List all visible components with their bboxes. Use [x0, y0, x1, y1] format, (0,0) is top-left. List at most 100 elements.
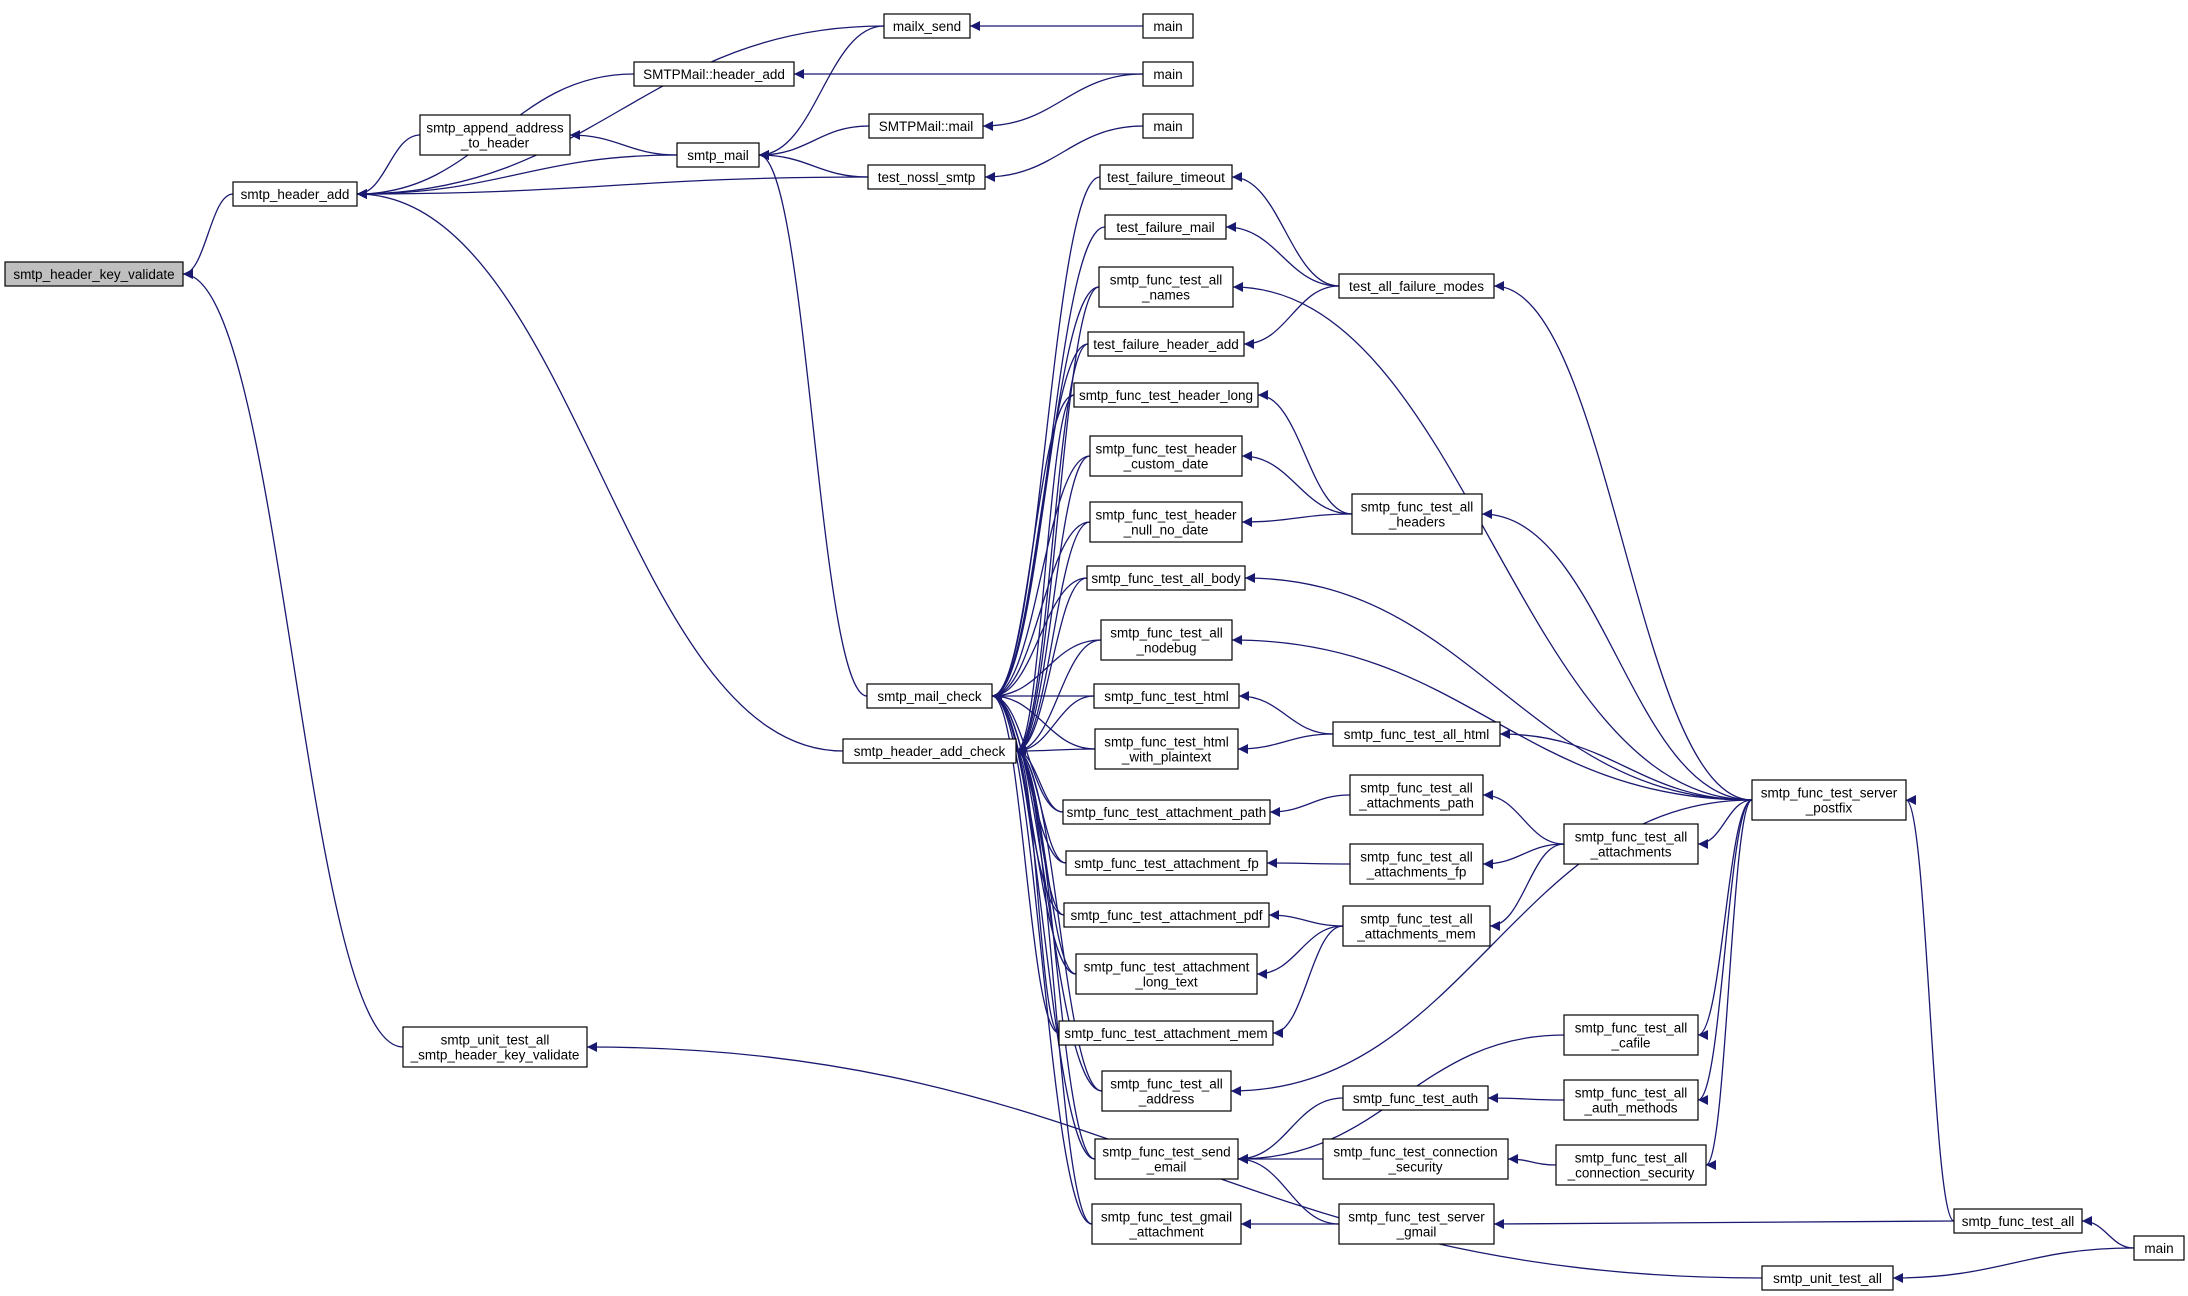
edge-smtp-func-test-attachment-long-text-to-smtp-mail-check: [991, 691, 1077, 975]
node-smtp-func-test-header-null-no-date[interactable]: smtp_func_test_header_null_no_date: [1089, 501, 1243, 543]
node-smtp-func-test-all-attachments-path[interactable]: smtp_func_test_all_attachments_path: [1349, 774, 1484, 816]
node-smtp-header-key-validate[interactable]: smtp_header_key_validate: [4, 261, 184, 287]
node-label: _email: [1146, 1160, 1187, 1175]
node-smtp-func-test-header-long[interactable]: smtp_func_test_header_long: [1073, 382, 1259, 408]
edge-smtp-func-test-all-connection-security-to-smtp-func-test-connection-security: [1507, 1154, 1557, 1166]
node-label: smtp_func_test_header_long: [1079, 388, 1253, 403]
node-box: [1065, 850, 1268, 876]
node-smtp-func-test-all-auth-methods[interactable]: smtp_func_test_all_auth_methods: [1563, 1079, 1699, 1121]
node-smtp-func-test-attachment-long-text[interactable]: smtp_func_test_attachment_long_text: [1075, 953, 1258, 995]
edge-smtp-header-add-check-to-smtp-header-add: [356, 189, 844, 752]
edge-smtp-func-test-send-email-to-smtp-header-add-check: [1015, 746, 1096, 1160]
node-smtp-func-test-connection-security[interactable]: smtp_func_test_connection_security: [1322, 1138, 1509, 1180]
node-main-4[interactable]: main: [2133, 1235, 2185, 1261]
edge-smtp-func-test-send-email-to-smtp-mail-check: [991, 691, 1096, 1160]
node-box: [1089, 501, 1243, 543]
node-test-failure-header-add[interactable]: test_failure_header_add: [1087, 331, 1245, 357]
node-smtp-mail-check[interactable]: smtp_mail_check: [866, 683, 993, 709]
node-smtp-func-test-html-with-plaintext[interactable]: smtp_func_test_html_with_plaintext: [1094, 728, 1239, 770]
node-smtp-unit-test-all-smtp-header-key-validate[interactable]: smtp_unit_test_all_smtp_header_key_valid…: [402, 1026, 588, 1068]
node-smtp-func-test-all-connection-security[interactable]: smtp_func_test_all_connection_security: [1555, 1144, 1707, 1186]
node-box: [1322, 1138, 1509, 1180]
node-smtp-func-test-send-email[interactable]: smtp_func_test_send_email: [1094, 1138, 1239, 1180]
node-smtp-func-test-all-body[interactable]: smtp_func_test_all_body: [1086, 565, 1246, 591]
node-test-all-failure-modes[interactable]: test_all_failure_modes: [1338, 273, 1495, 299]
edge-smtp-func-test-all-attachments-path-to-smtp-func-test-attachment-path: [1269, 794, 1351, 817]
node-label: smtp_func_test_html: [1104, 735, 1229, 750]
node-smtp-mail[interactable]: smtp_mail: [676, 142, 760, 168]
node-box: [1058, 1020, 1274, 1046]
node-smtp-func-test-html[interactable]: smtp_func_test_html: [1093, 683, 1240, 709]
node-smtp-func-test-all-names[interactable]: smtp_func_test_all_names: [1098, 266, 1234, 308]
edge-smtpmail-mail-to-smtp-mail: [758, 125, 870, 160]
node-smtp-func-test-attachment-pdf[interactable]: smtp_func_test_attachment_pdf: [1063, 902, 1270, 928]
node-smtp-header-add[interactable]: smtp_header_add: [232, 181, 358, 207]
node-smtp-func-test-all-html[interactable]: smtp_func_test_all_html: [1332, 721, 1501, 747]
node-label: smtp_header_key_validate: [13, 267, 174, 282]
edge-smtp-func-test-header-custom-date-to-smtp-header-add-check: [1015, 455, 1091, 756]
node-test-nossl-smtp[interactable]: test_nossl_smtp: [867, 164, 986, 190]
node-label: SMTPMail::mail: [879, 119, 974, 134]
node-label: smtp_header_add_check: [854, 744, 1006, 759]
node-smtp-func-test-server-postfix[interactable]: smtp_func_test_server_postfix: [1751, 779, 1907, 821]
node-smtp-unit-test-all[interactable]: smtp_unit_test_all: [1761, 1265, 1894, 1291]
edge-test-failure-header-add-to-smtp-header-add-check: [1015, 343, 1089, 756]
node-smtp-func-test-all-cafile[interactable]: smtp_func_test_all_cafile: [1563, 1014, 1699, 1056]
node-label: smtp_func_test_gmail: [1101, 1210, 1232, 1225]
node-label: smtp_func_test_all_html: [1344, 727, 1490, 742]
node-test-failure-timeout[interactable]: test_failure_timeout: [1099, 164, 1233, 190]
node-box: [1062, 799, 1271, 825]
edge-main-3-to-test-nossl-smtp: [984, 125, 1144, 182]
edge-smtp-func-test-html-to-smtp-header-add-check: [1015, 695, 1095, 756]
node-label: smtp_mail_check: [877, 689, 982, 704]
node-smtp-func-test-all-attachments-mem[interactable]: smtp_func_test_all_attachments_mem: [1342, 905, 1491, 947]
node-smtp-append-address-to-header[interactable]: smtp_append_address_to_header: [419, 114, 571, 156]
node-label: smtp_func_test_header: [1095, 442, 1237, 457]
node-smtpmail-mail[interactable]: SMTPMail::mail: [868, 113, 984, 139]
edge-test-nossl-smtp-to-smtp-header-add: [356, 176, 869, 199]
node-label: SMTPMail::header_add: [643, 67, 785, 82]
node-label: smtp_func_test_attachment: [1084, 960, 1250, 975]
node-smtp-func-test-all[interactable]: smtp_func_test_all: [1953, 1208, 2083, 1234]
node-box: [1073, 382, 1259, 408]
node-box: [1751, 779, 1907, 821]
node-smtp-func-test-server-gmail[interactable]: smtp_func_test_server_gmail: [1338, 1203, 1495, 1245]
node-smtp-func-test-attachment-path[interactable]: smtp_func_test_attachment_path: [1062, 799, 1271, 825]
node-mailx-send[interactable]: mailx_send: [883, 13, 971, 39]
edges-layer: [182, 21, 2135, 1283]
node-smtp-func-test-all-headers[interactable]: smtp_func_test_all_headers: [1351, 493, 1483, 535]
node-box: [842, 738, 1017, 764]
node-label: _postfix: [1805, 801, 1853, 816]
node-box: [1342, 905, 1491, 947]
node-main-2[interactable]: main: [1142, 61, 1194, 87]
edge-smtp-func-test-server-postfix-to-smtp-func-test-all-attachments: [1697, 799, 1753, 849]
edge-smtp-header-add-to-smtp-header-key-validate: [182, 193, 234, 279]
node-box: [867, 164, 986, 190]
node-box: [4, 261, 184, 287]
node-label: smtp_func_test_all: [1110, 1077, 1223, 1092]
node-smtp-func-test-header-custom-date[interactable]: smtp_func_test_header_custom_date: [1089, 435, 1243, 477]
node-label: smtp_func_test_html: [1104, 689, 1229, 704]
node-smtp-func-test-all-attachments-fp[interactable]: smtp_func_test_all_attachments_fp: [1349, 843, 1484, 885]
node-smtpmail-header-add[interactable]: SMTPMail::header_add: [633, 61, 795, 87]
node-smtp-func-test-gmail-attachment[interactable]: smtp_func_test_gmail_attachment: [1091, 1203, 1242, 1245]
node-main-1[interactable]: main: [1142, 13, 1194, 39]
node-box: [633, 61, 795, 87]
node-smtp-func-test-all-address[interactable]: smtp_func_test_all_address: [1101, 1070, 1232, 1112]
edge-smtp-func-test-auth-to-smtp-func-test-send-email: [1237, 1097, 1344, 1164]
edge-smtp-func-test-all-nodebug-to-smtp-header-add-check: [1015, 639, 1102, 756]
edge-smtp-func-test-all-to-smtp-func-test-server-postfix: [1905, 795, 1955, 1222]
node-smtp-func-test-attachment-fp[interactable]: smtp_func_test_attachment_fp: [1065, 850, 1268, 876]
node-main-3[interactable]: main: [1142, 113, 1194, 139]
node-box: [883, 13, 971, 39]
node-smtp-func-test-all-attachments[interactable]: smtp_func_test_all_attachments: [1563, 823, 1699, 865]
node-smtp-func-test-attachment-mem[interactable]: smtp_func_test_attachment_mem: [1058, 1020, 1274, 1046]
node-smtp-func-test-all-nodebug[interactable]: smtp_func_test_all_nodebug: [1100, 619, 1233, 661]
node-label: test_failure_header_add: [1093, 337, 1239, 352]
node-smtp-header-add-check[interactable]: smtp_header_add_check: [842, 738, 1017, 764]
node-smtp-func-test-auth[interactable]: smtp_func_test_auth: [1342, 1085, 1489, 1111]
node-box: [1563, 1014, 1699, 1056]
node-test-failure-mail[interactable]: test_failure_mail: [1104, 214, 1227, 240]
node-label: _names: [1141, 288, 1190, 303]
edge-smtp-mail-to-smtp-header-add: [356, 154, 678, 199]
